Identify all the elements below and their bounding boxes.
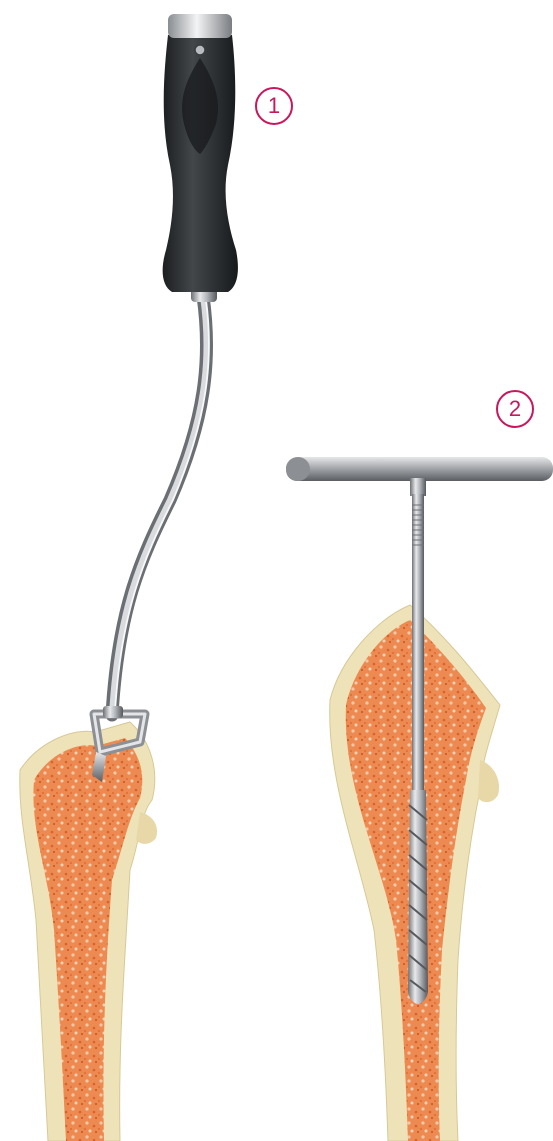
reamer-flute (408, 790, 428, 1004)
reamer-crossbar (286, 457, 553, 481)
reamer-shaft (412, 494, 424, 794)
bone-right-trochanter (478, 760, 499, 802)
step-1-badge: 1 (255, 87, 293, 125)
awl-rivet (195, 45, 205, 55)
t-handle-reamer (286, 457, 553, 1004)
curved-awl (92, 14, 238, 782)
bone-left (20, 722, 157, 1141)
awl-shaft (112, 296, 207, 715)
step-2-badge: 2 (496, 390, 534, 428)
awl-end-cap (168, 14, 232, 38)
